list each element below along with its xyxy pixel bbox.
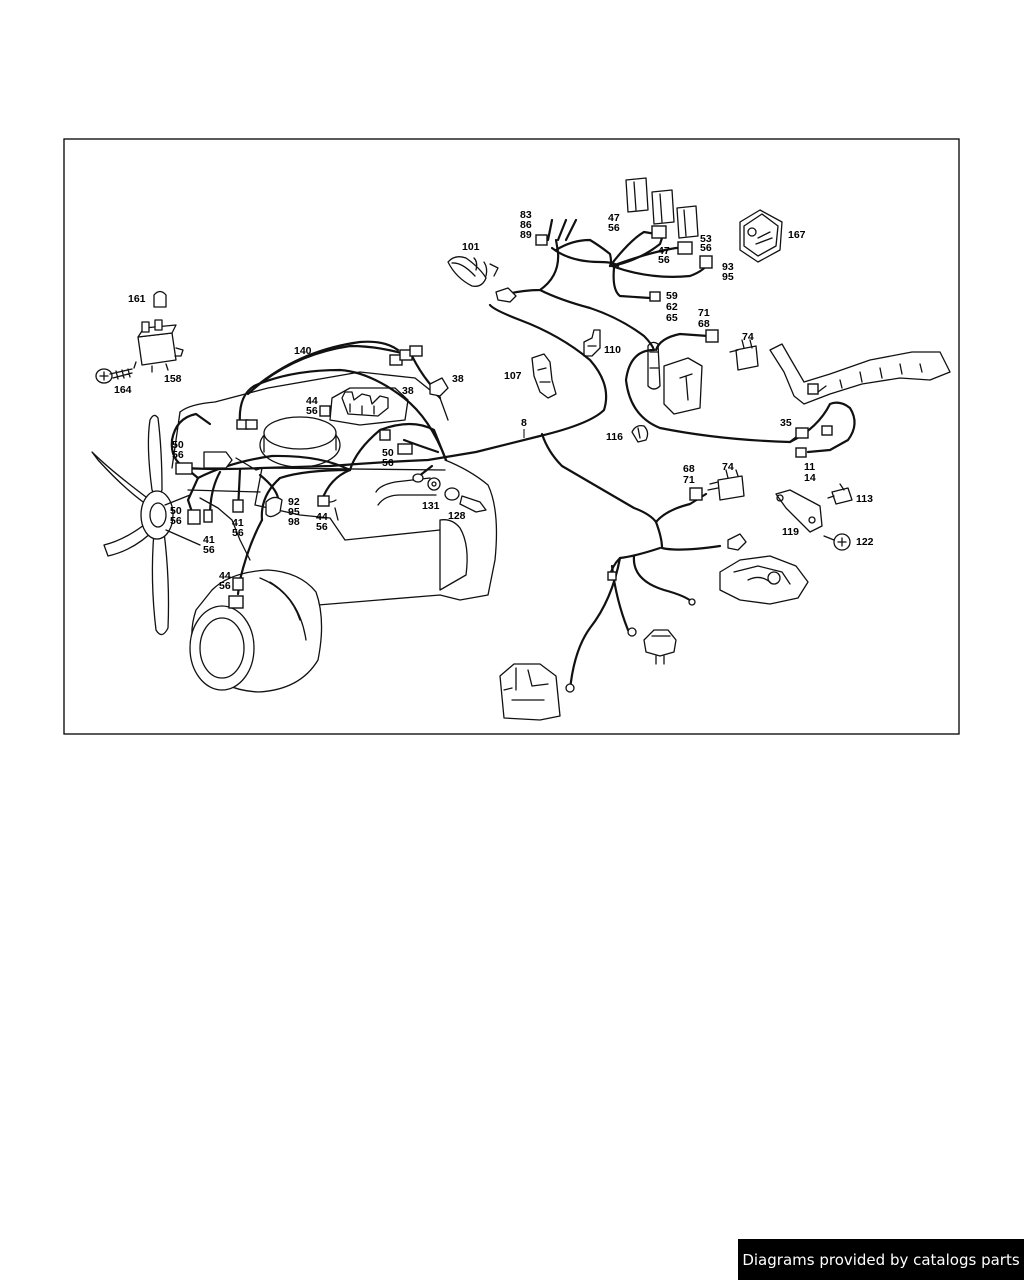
label-68-upper: 68 xyxy=(698,318,710,330)
clip-107 xyxy=(531,353,557,399)
label-56-mid: 56 xyxy=(658,254,670,266)
sensor-128-131 xyxy=(427,477,487,513)
label-44-lower: 44 xyxy=(219,570,231,582)
label-131: 131 xyxy=(422,500,440,512)
label-59: 59 xyxy=(666,290,678,302)
label-8: 8 xyxy=(521,417,527,429)
label-110: 110 xyxy=(604,344,621,356)
label-89: 89 xyxy=(520,229,532,241)
label-35: 35 xyxy=(780,417,792,429)
label-95-lower: 95 xyxy=(288,506,300,518)
label-53: 53 xyxy=(700,233,712,245)
pressure-switch xyxy=(643,629,677,665)
label-68-lower: 68 xyxy=(683,463,695,475)
label-119: 119 xyxy=(782,526,799,538)
cap-161 xyxy=(153,290,167,308)
label-47-top: 47 xyxy=(608,212,620,224)
label-14: 14 xyxy=(804,472,816,484)
diagram-frame xyxy=(63,138,960,735)
label-44-center: 44 xyxy=(316,511,328,523)
label-56-top: 56 xyxy=(608,222,620,234)
label-38-left: 38 xyxy=(402,385,414,397)
bracket-119 xyxy=(775,489,823,533)
label-167: 167 xyxy=(788,229,806,241)
exhaust-hose xyxy=(769,343,951,405)
label-38-right: 38 xyxy=(452,373,464,385)
engine-block xyxy=(171,371,498,606)
label-98: 98 xyxy=(288,516,300,528)
alternator xyxy=(189,569,323,693)
throttle-switch xyxy=(719,555,809,605)
connectors xyxy=(175,225,833,693)
label-92: 92 xyxy=(288,496,300,508)
grommet-101 xyxy=(447,256,499,287)
relay-74-upper xyxy=(729,339,759,371)
label-56-41-right: 56 xyxy=(232,527,244,539)
control-module xyxy=(647,341,703,415)
label-74-upper: 74 xyxy=(742,331,754,343)
relay-74-lower xyxy=(707,469,745,501)
label-50-center: 50 xyxy=(382,447,394,459)
bracket-110 xyxy=(583,329,601,357)
control-unit-167 xyxy=(739,209,783,263)
label-83: 83 xyxy=(520,209,532,221)
label-95-upper: 95 xyxy=(722,271,734,283)
relay-158 xyxy=(133,319,184,373)
screw-122 xyxy=(823,533,851,551)
label-158: 158 xyxy=(164,373,182,385)
label-113: 113 xyxy=(856,493,873,505)
label-71-upper: 71 xyxy=(698,307,710,319)
label-164: 164 xyxy=(114,384,132,396)
label-101: 101 xyxy=(462,241,480,253)
label-56-44-lower: 56 xyxy=(219,580,231,592)
relay-group-47-53 xyxy=(625,177,699,239)
label-56-center: 56 xyxy=(382,457,394,469)
label-56-41-left: 56 xyxy=(203,544,215,556)
label-56-lower: 56 xyxy=(170,515,182,527)
credit-banner: Diagrams provided by catalogs parts xyxy=(738,1239,1024,1280)
label-50-left: 50 xyxy=(172,439,184,451)
starter-motor xyxy=(499,663,561,721)
label-11: 11 xyxy=(804,461,815,473)
callout-labels: 83 86 89 47 56 47 56 53 56 93 95 167 101… xyxy=(114,209,874,592)
label-41-left: 41 xyxy=(203,534,215,546)
label-47-mid: 47 xyxy=(658,245,670,257)
label-74-lower: 74 xyxy=(722,461,734,473)
label-62: 62 xyxy=(666,301,678,313)
label-71-lower: 71 xyxy=(683,474,695,486)
label-128: 128 xyxy=(448,510,466,522)
label-107: 107 xyxy=(504,370,522,382)
label-41-right: 41 xyxy=(232,517,244,529)
label-86: 86 xyxy=(520,219,532,231)
label-56-44-center: 56 xyxy=(316,521,328,533)
wiring-harness xyxy=(170,218,856,692)
clip-116 xyxy=(631,424,649,443)
cooling-fan xyxy=(91,414,201,636)
label-116: 116 xyxy=(606,431,623,443)
screw-164 xyxy=(95,368,133,384)
label-65: 65 xyxy=(666,312,678,324)
air-cleaner xyxy=(259,416,341,468)
label-93: 93 xyxy=(722,261,734,273)
label-140: 140 xyxy=(294,345,312,357)
sensor-113 xyxy=(827,483,853,505)
label-44-valve: 44 xyxy=(306,395,318,407)
label-56-53: 56 xyxy=(700,242,712,254)
label-56-valve: 56 xyxy=(306,405,318,417)
distributor-cap xyxy=(341,391,389,417)
label-122: 122 xyxy=(856,536,874,548)
label-161: 161 xyxy=(128,293,146,305)
label-56-left: 56 xyxy=(172,449,184,461)
label-50-lower: 50 xyxy=(170,505,182,517)
